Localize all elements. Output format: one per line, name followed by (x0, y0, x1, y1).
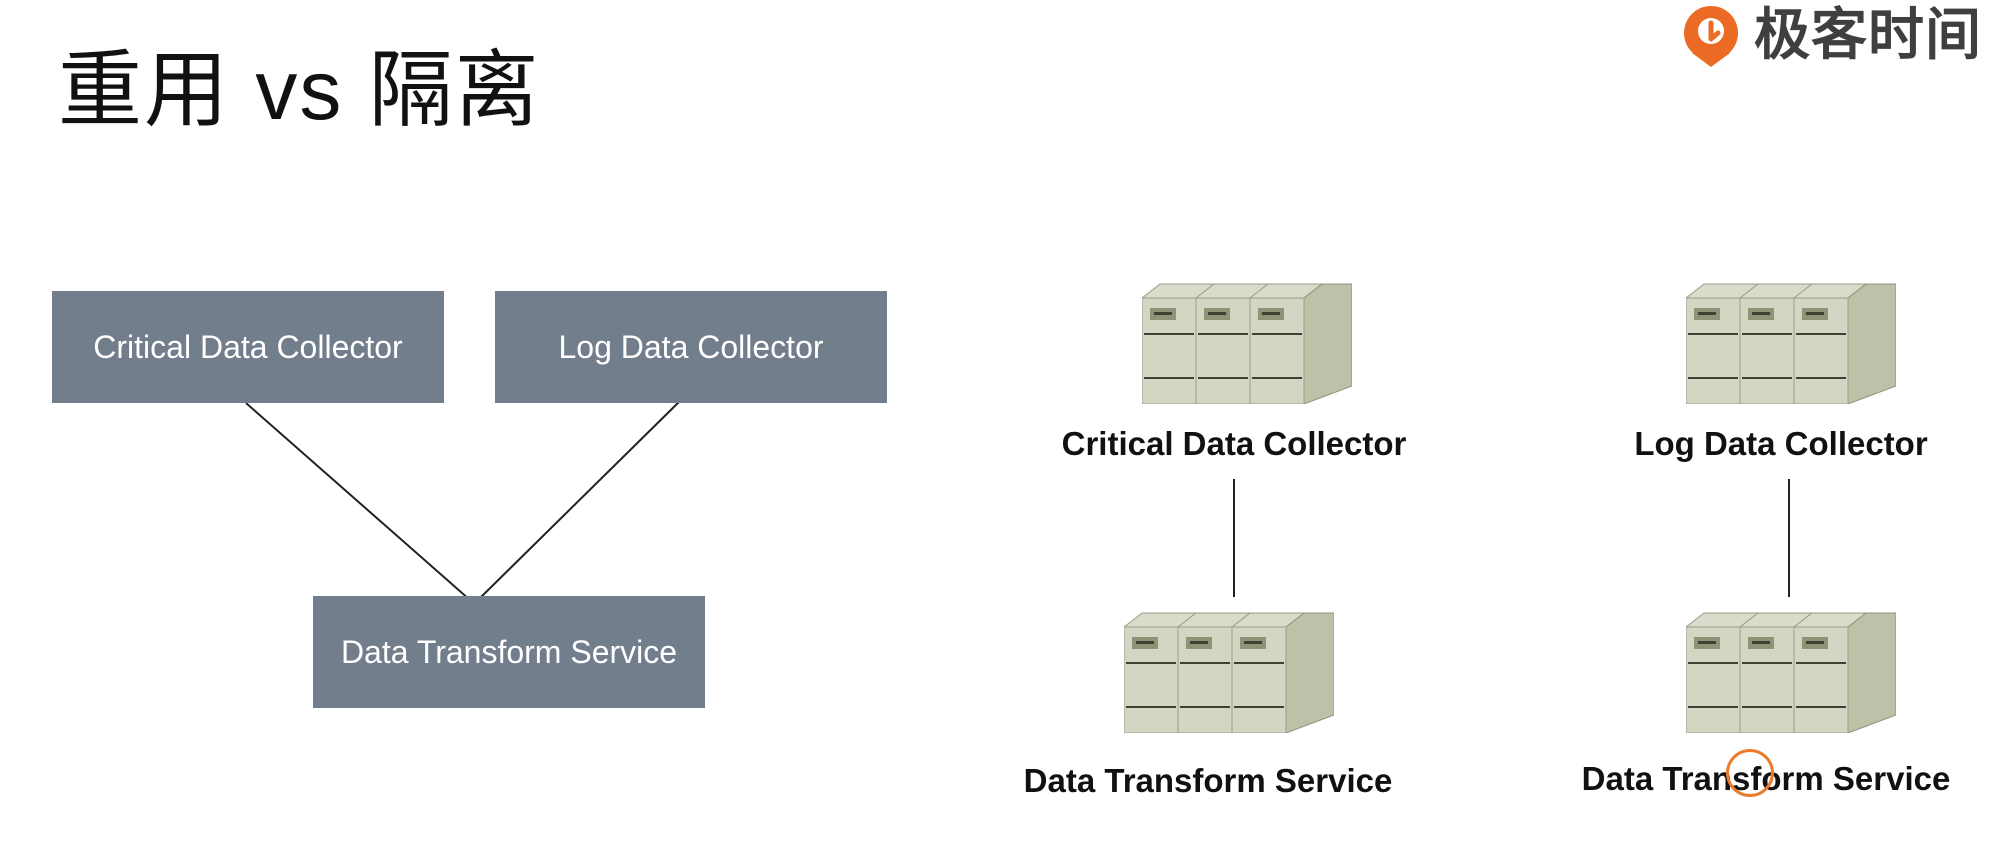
connector-log-to-transform (477, 396, 685, 601)
geektime-logo-icon (1684, 6, 1738, 67)
log-data-collector-label: Log Data Collector (558, 328, 824, 365)
isolated-critical-transform-label: Data Transform Service (1023, 762, 1393, 799)
brand-name: 极客时间 (1754, 3, 1982, 68)
critical-data-collector-box: Critical Data Collector (52, 291, 444, 403)
cursor-highlight (1726, 749, 1774, 797)
page-title: 重用 vs 隔离 (58, 43, 541, 137)
server-rack-icon (1686, 612, 1896, 733)
connector-critical-to-transform (245, 402, 471, 601)
critical-data-collector-label: Critical Data Collector (93, 328, 403, 365)
server-rack-icon (1142, 283, 1352, 404)
server-rack-icon (1124, 612, 1334, 733)
data-transform-service-label: Data Transform Service (340, 633, 678, 670)
data-transform-service-box: Data Transform Service (313, 596, 705, 708)
brand: 极客时间 (1678, 0, 1982, 72)
log-data-collector-box: Log Data Collector (495, 291, 887, 403)
isolated-critical-collector-label: Critical Data Collector (1061, 425, 1407, 462)
server-rack-icon (1686, 283, 1896, 404)
isolated-log-collector-label: Log Data Collector (1634, 425, 1928, 462)
